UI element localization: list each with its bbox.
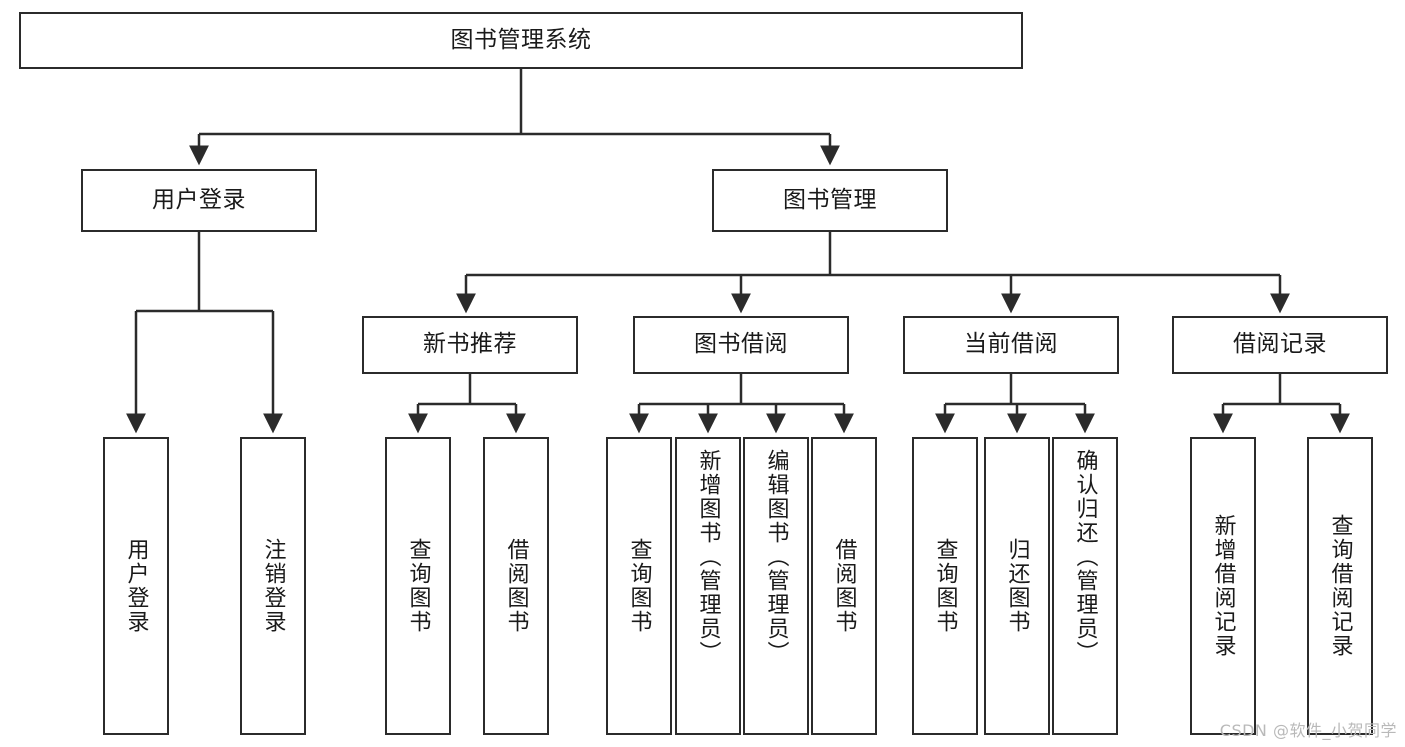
node-leaf-cur-confirm-return[interactable]: 确认归还（管理员） [1052, 437, 1118, 735]
node-leaf-cur-query-book[interactable]: 查询图书 [912, 437, 978, 735]
node-borrow-record-label: 借阅记录 [1233, 331, 1327, 358]
node-leaf-cur-return-book-label: 归还图书 [1004, 538, 1030, 634]
node-leaf-borrow-query-book[interactable]: 查询图书 [606, 437, 672, 735]
edges-currentborrow-to-leaves [935, 374, 1095, 434]
node-leaf-borrow-borrow-book[interactable]: 借阅图书 [811, 437, 877, 735]
node-user-login-label: 用户登录 [152, 186, 246, 213]
node-book-manage-label: 图书管理 [783, 186, 877, 213]
node-leaf-rec-borrow-book[interactable]: 借阅图书 [483, 437, 549, 735]
node-root-label: 图书管理系统 [450, 26, 592, 53]
node-new-book-rec-label: 新书推荐 [423, 331, 517, 358]
edges-userlogin-to-leaves [126, 232, 283, 434]
node-current-borrow-label: 当前借阅 [964, 331, 1058, 358]
watermark-text: CSDN @软件_小贺同学 [1219, 721, 1397, 740]
node-user-login[interactable]: 用户登录 [81, 169, 317, 232]
node-leaf-user-logout-label: 注销登录 [260, 538, 286, 634]
node-leaf-borrow-add-book[interactable]: 新增图书（管理员） [675, 437, 741, 735]
edges-bookborrow-to-leaves [629, 374, 854, 434]
node-leaf-rec-query-record[interactable]: 查询借阅记录 [1307, 437, 1373, 735]
node-book-borrow[interactable]: 图书借阅 [633, 316, 849, 374]
node-leaf-rec-add-record-label: 新增借阅记录 [1210, 514, 1236, 658]
node-leaf-cur-return-book[interactable]: 归还图书 [984, 437, 1050, 735]
node-leaf-rec-add-record[interactable]: 新增借阅记录 [1190, 437, 1256, 735]
node-new-book-rec[interactable]: 新书推荐 [362, 316, 578, 374]
node-root[interactable]: 图书管理系统 [19, 12, 1023, 69]
node-leaf-rec-borrow-book-label: 借阅图书 [503, 538, 529, 634]
node-leaf-rec-query-book-label: 查询图书 [405, 538, 431, 634]
node-book-manage[interactable]: 图书管理 [712, 169, 948, 232]
edges-root-to-level2 [189, 69, 840, 166]
node-current-borrow[interactable]: 当前借阅 [903, 316, 1119, 374]
edges-bookmanage-to-level3 [456, 232, 1290, 314]
node-leaf-user-login[interactable]: 用户登录 [103, 437, 169, 735]
node-leaf-cur-confirm-return-label: 确认归还（管理员） [1072, 449, 1098, 665]
node-leaf-user-login-label: 用户登录 [123, 538, 149, 634]
node-book-borrow-label: 图书借阅 [694, 331, 788, 358]
edges-newbook-to-leaves [408, 374, 526, 434]
node-leaf-borrow-add-book-label: 新增图书（管理员） [695, 449, 721, 665]
node-leaf-user-logout[interactable]: 注销登录 [240, 437, 306, 735]
node-leaf-borrow-borrow-book-label: 借阅图书 [831, 538, 857, 634]
node-leaf-borrow-query-book-label: 查询图书 [626, 538, 652, 634]
node-borrow-record[interactable]: 借阅记录 [1172, 316, 1388, 374]
node-leaf-borrow-edit-book[interactable]: 编辑图书（管理员） [743, 437, 809, 735]
edges-borrowrecord-to-leaves [1213, 374, 1350, 434]
node-leaf-rec-query-record-label: 查询借阅记录 [1327, 514, 1353, 658]
node-leaf-cur-query-book-label: 查询图书 [932, 538, 958, 634]
node-leaf-borrow-edit-book-label: 编辑图书（管理员） [763, 449, 789, 665]
node-leaf-rec-query-book[interactable]: 查询图书 [385, 437, 451, 735]
